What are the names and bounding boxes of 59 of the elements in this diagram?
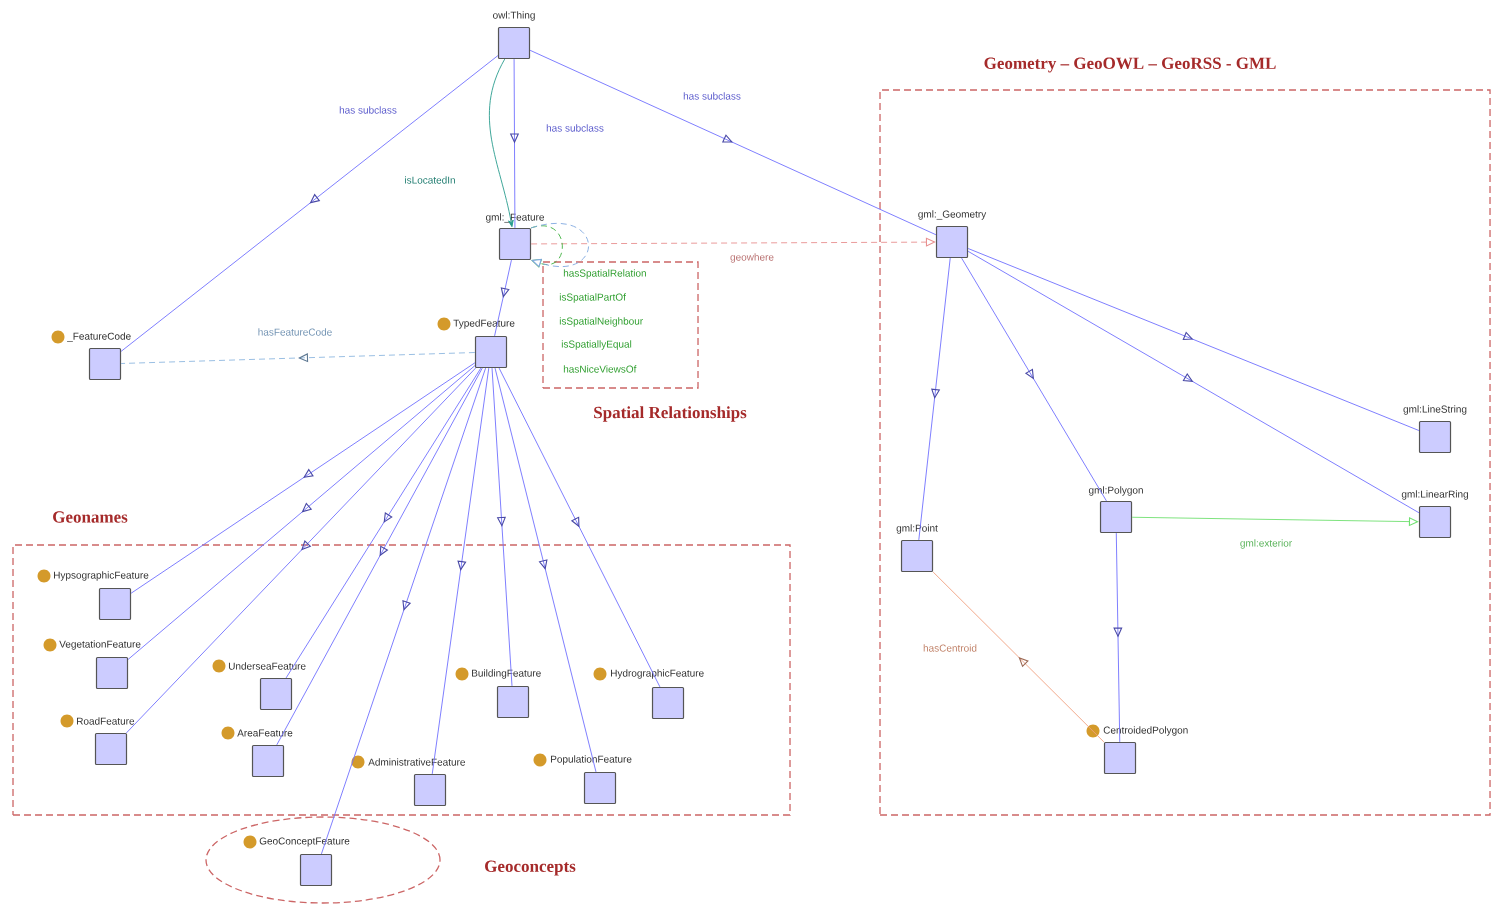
edge-label: hasFeatureCode: [256, 327, 334, 337]
arrow: [285, 367, 482, 679]
class-label: gml:_Feature: [484, 212, 546, 224]
class-label: TypedFeature: [452, 318, 516, 330]
class-label: AreaFeature: [236, 728, 294, 738]
arrow: [1113, 532, 1123, 743]
arrow: [494, 259, 512, 337]
arrow: [431, 367, 490, 775]
arrow: [491, 367, 513, 687]
class-label: RoadFeature: [75, 716, 136, 726]
arrow: [120, 352, 476, 364]
arrow: [276, 367, 483, 746]
class-label: VegetationFeature: [58, 639, 142, 651]
relation-label: isSpatiallyEqual: [561, 340, 632, 350]
relation-label: isSpatialPartOf: [559, 293, 626, 303]
class-label: owl:Thing: [491, 10, 537, 22]
edge-label: has subclass: [682, 91, 742, 101]
arrow: [488, 58, 514, 228]
arrow: [918, 257, 951, 541]
class-label: HypsographicFeature: [52, 570, 150, 582]
edge-label: has subclass: [545, 123, 605, 133]
arrow: [932, 571, 1105, 743]
edge-label: geowhere: [729, 252, 775, 264]
class-label: AdministrativeFeature: [367, 757, 467, 767]
relation-label: hasNiceViewsOf: [563, 365, 637, 373]
region-heading: Geonames: [53, 511, 128, 523]
class-label: gml:Point: [895, 523, 939, 535]
region-heading: Geoconcepts: [485, 860, 576, 876]
edge-label: has subclass: [338, 105, 398, 115]
class-label: gml:Polygon: [1087, 485, 1145, 497]
arrow: [530, 237, 936, 247]
class-label: HydrographicFeature: [609, 668, 706, 680]
arrow: [130, 362, 476, 594]
relation-label: isSpatialNeighbour: [559, 317, 643, 327]
region-heading: Geometry – GeoOWL – GeoRSS - GML: [984, 57, 1276, 73]
arrow: [320, 367, 487, 855]
arrow: [498, 367, 661, 688]
arrow: [125, 367, 477, 734]
arrow: [127, 365, 476, 660]
class-label: BuildingFeature: [470, 668, 543, 680]
arrow: [120, 55, 499, 352]
region-heading: Spatial Relationships: [594, 406, 747, 422]
class-label: UnderseaFeature: [227, 661, 308, 671]
edge-label: isLocatedIn: [403, 175, 457, 185]
class-label: gml:LinearRing: [1400, 489, 1470, 501]
arrow: [530, 223, 589, 268]
class-label: PopulationFeature: [549, 754, 633, 766]
edge-label: hasCentroid: [922, 643, 978, 653]
arrow: [961, 257, 1107, 502]
arrow: [967, 248, 1420, 431]
arrow: [529, 49, 937, 236]
arrow: [494, 367, 597, 773]
relation-label: hasSpatialRelation: [563, 269, 646, 279]
edge-label: gml:exterior: [1238, 538, 1294, 550]
arrow: [967, 250, 1420, 514]
class-label: GeoConceptFeature: [258, 836, 351, 848]
class-label: gml:LineString: [1402, 404, 1468, 416]
class-label: gml:_Geometry: [916, 209, 988, 221]
class-label: _FeatureCode: [66, 331, 133, 343]
